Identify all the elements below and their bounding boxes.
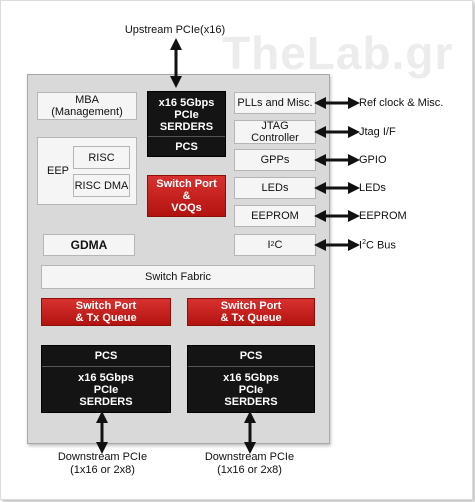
downstream-right-block: PCS x16 5Gbps PCIe SERDERS — [187, 345, 315, 413]
switch-port-tx-right-block: Switch Port & Tx Queue — [187, 298, 315, 326]
i2c-prefix: I — [267, 239, 271, 251]
eep-label: EEP — [47, 165, 70, 177]
downstream-left-label: Downstream PCIe (1x16 or 2x8) — [57, 451, 148, 476]
serdes-left-label: x16 5Gbps PCIe SERDERS — [78, 372, 134, 408]
eeprom-block: EEPROM — [234, 205, 316, 227]
i2c-bus-prefix: I — [359, 239, 363, 252]
serdes-right-label: x16 5Gbps PCIe SERDERS — [223, 372, 279, 408]
pcs-right-label: PCS — [188, 346, 314, 367]
switch-port-voqs-block: Switch Port & VOQs — [147, 175, 226, 217]
gpps-block: GPPs — [234, 149, 316, 171]
jtag-if-label: Jtag I/F — [359, 126, 396, 138]
upstream-serdes-label: x16 5Gbps PCIe SERDERS — [158, 97, 215, 133]
plls-block: PLLs and Misc. — [234, 92, 316, 114]
gpio-label: GPIO — [359, 154, 387, 166]
upstream-label: Upstream PCIe(x16) — [124, 24, 226, 36]
downstream-left-block: PCS x16 5Gbps PCIe SERDERS — [41, 345, 171, 413]
switch-port-tx-left-block: Switch Port & Tx Queue — [41, 298, 171, 326]
jtag-block: JTAG Controller — [234, 120, 316, 144]
i2c-sup: 2 — [270, 241, 275, 248]
eeprom-side-label: EEPROM — [359, 210, 407, 222]
upstream-serdes-block: x16 5Gbps PCIe SERDERS PCS — [147, 91, 226, 157]
leds-side-label: LEDs — [359, 182, 386, 194]
refclk-label: Ref clock & Misc. — [359, 97, 444, 109]
i2c-suffix: C — [274, 239, 283, 251]
i2c-bus-label: I2C Bus — [359, 239, 396, 252]
i2c-bus-sup: 2 — [362, 239, 366, 246]
risc-dma-block: RISC DMA — [73, 174, 130, 197]
pcs-left-label: PCS — [42, 346, 170, 367]
gdma-block: GDMA — [43, 234, 135, 256]
upstream-pcs-label: PCS — [148, 136, 225, 156]
mba-block: MBA (Management) — [37, 92, 137, 120]
downstream-right-label: Downstream PCIe (1x16 or 2x8) — [204, 451, 295, 476]
i2c-bus-suffix: C Bus — [365, 239, 396, 252]
leds-block: LEDs — [234, 177, 316, 199]
switch-fabric-block: Switch Fabric — [41, 265, 315, 289]
risc-block: RISC — [73, 146, 130, 169]
watermark: TheLab.gr — [222, 27, 454, 79]
